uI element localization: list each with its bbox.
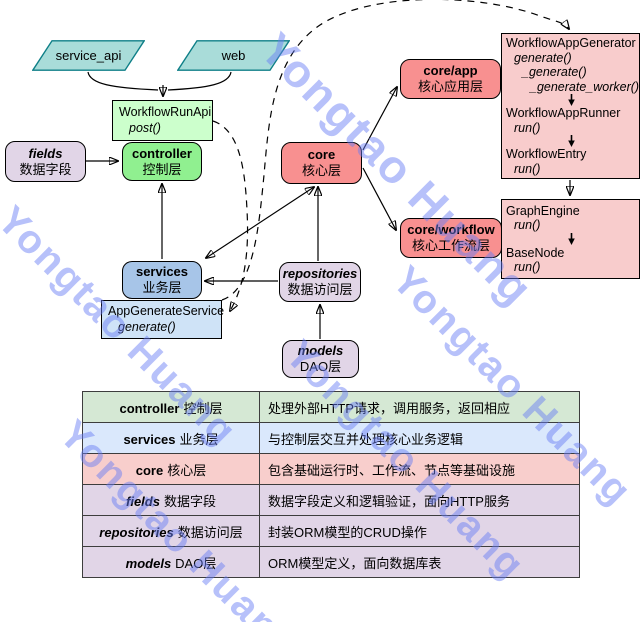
down-arrow-icon bbox=[506, 94, 637, 106]
edge-web-merge bbox=[167, 71, 232, 91]
node-workflow-run-api: WorkflowRunApi post() bbox=[112, 100, 213, 141]
node-services: services 业务层 bbox=[122, 261, 202, 299]
node-fields: fields 数据字段 bbox=[5, 141, 86, 182]
edge-services-core-bidirectional bbox=[206, 187, 314, 258]
node-app-generate-service: AppGenerateService generate() bbox=[101, 300, 225, 339]
layer-desc-cell: 数据字段定义和逻辑验证，面向HTTP服务 bbox=[259, 484, 580, 516]
class-name: WorkflowAppRunner bbox=[506, 106, 621, 120]
layer-desc-cell: 封装ORM模型的CRUD操作 bbox=[259, 515, 580, 547]
method-name: generate() bbox=[514, 50, 572, 65]
node-label: web bbox=[221, 48, 246, 63]
node-controller: controller 控制层 bbox=[122, 142, 202, 181]
edge-workflowrunapi-to-appgenerateservice-dashed bbox=[212, 120, 249, 311]
workflow-app-stack-box: WorkflowAppGenerator generate() _generat… bbox=[501, 33, 640, 179]
layer-desc-cell: ORM模型定义，面向数据库表 bbox=[259, 546, 580, 578]
node-web: web bbox=[177, 40, 290, 71]
layer-desc-cell: 包含基础运行时、工作流、节点等基础设施 bbox=[259, 453, 580, 485]
node-core: core 核心层 bbox=[281, 142, 362, 184]
class-name: WorkflowAppGenerator bbox=[506, 36, 636, 50]
method-name: _generate_worker() bbox=[530, 79, 640, 94]
node-core-app: core/app 核心应用层 bbox=[400, 59, 501, 99]
node-service-api: service_api bbox=[32, 40, 145, 71]
edge-core-to-coreapp bbox=[362, 87, 397, 151]
method-name: post() bbox=[129, 120, 161, 135]
method-name: generate() bbox=[118, 319, 176, 334]
edge-core-to-coreworkflow bbox=[362, 167, 396, 230]
node-label: service_api bbox=[55, 48, 122, 63]
class-name: AppGenerateService bbox=[108, 304, 225, 319]
graph-engine-stack-box: GraphEngine run() BaseNode run() bbox=[501, 199, 640, 279]
class-name: WorkflowEntry bbox=[506, 147, 587, 161]
node-repositories: repositories 数据访问层 bbox=[279, 262, 361, 302]
class-name: BaseNode bbox=[506, 245, 565, 260]
class-name: GraphEngine bbox=[506, 203, 580, 218]
method-name: run() bbox=[514, 260, 541, 274]
node-core-workflow: core/workflow 核心工作流层 bbox=[400, 218, 502, 258]
layer-desc-cell: 处理外部HTTP请求，调用服务，返回相应 bbox=[259, 391, 580, 423]
edge-service-api-merge bbox=[87, 71, 159, 91]
down-arrow-icon bbox=[506, 135, 637, 147]
layer-desc-cell: 与控制层交互并处理核心业务逻辑 bbox=[259, 422, 580, 454]
method-name: run() bbox=[514, 161, 541, 176]
node-models: models DAO层 bbox=[282, 340, 359, 378]
method-name: run() bbox=[514, 218, 541, 232]
method-name: run() bbox=[514, 120, 541, 135]
down-arrow-icon bbox=[506, 233, 637, 246]
class-name: WorkflowRunApi bbox=[119, 105, 212, 120]
parallelogram-shape bbox=[32, 40, 145, 71]
method-name: _generate() bbox=[522, 65, 587, 79]
